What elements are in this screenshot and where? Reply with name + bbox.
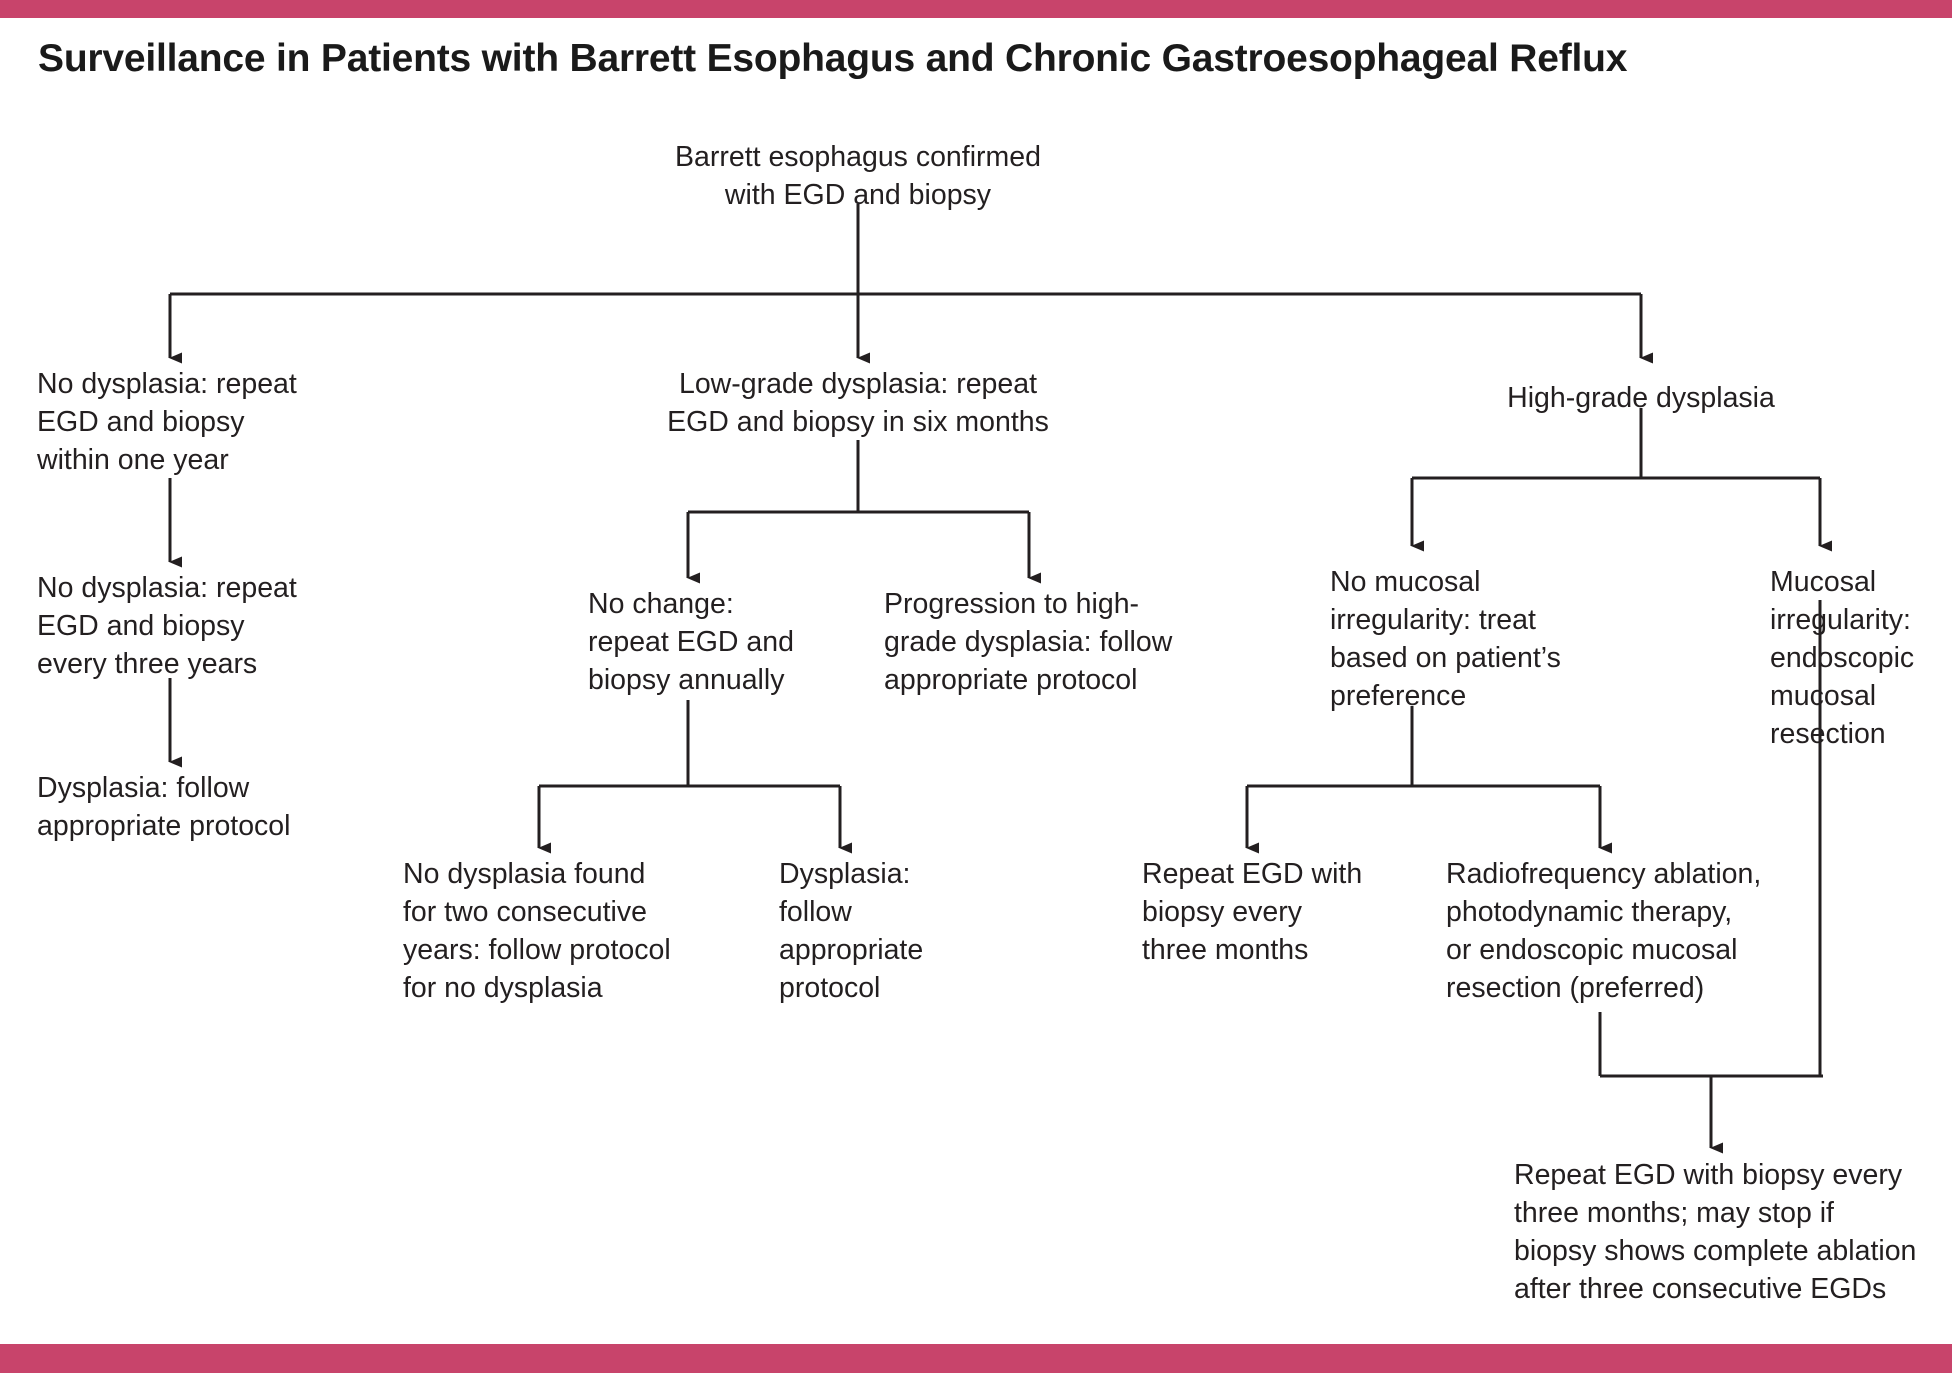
- figure-title: Surveillance in Patients with Barrett Es…: [38, 37, 1628, 80]
- node-ablation-options: Radiofrequency ablation, photodynamic th…: [1446, 858, 1762, 1004]
- node-no-dysplasia-one-year: No dysplasia: repeat EGD and biopsy with…: [37, 368, 297, 476]
- node-no-change: No change: repeat EGD and biopsy annuall…: [588, 588, 794, 696]
- node-no-mucosal-irregularity: No mucosal irregularity: treat based on …: [1330, 566, 1561, 712]
- node-repeat-egd-three-months: Repeat EGD with biopsy every three month…: [1142, 858, 1363, 966]
- node-progression-to-high-grade: Progression to high- grade dysplasia: fo…: [884, 588, 1173, 696]
- bottom-accent-bar: [0, 1344, 1952, 1373]
- node-no-dysplasia-two-consecutive-years: No dysplasia found for two consecutive y…: [403, 858, 671, 1004]
- node-dysplasia-follow-protocol-2: Dysplasia: follow appropriate protocol: [779, 858, 924, 1004]
- node-low-grade-dysplasia: Low-grade dysplasia: repeat EGD and biop…: [667, 368, 1049, 438]
- node-no-dysplasia-three-years: No dysplasia: repeat EGD and biopsy ever…: [37, 572, 297, 680]
- node-root: Barrett esophagus confirmed with EGD and…: [675, 141, 1041, 211]
- node-dysplasia-follow-protocol: Dysplasia: follow appropriate protocol: [37, 772, 291, 842]
- top-accent-bar: [0, 0, 1952, 18]
- node-mucosal-irregularity: Mucosal irregularity: endoscopic mucosal…: [1770, 566, 1915, 750]
- node-high-grade-dysplasia: High-grade dysplasia: [1507, 382, 1775, 414]
- node-repeat-egd-may-stop: Repeat EGD with biopsy every three month…: [1514, 1159, 1917, 1305]
